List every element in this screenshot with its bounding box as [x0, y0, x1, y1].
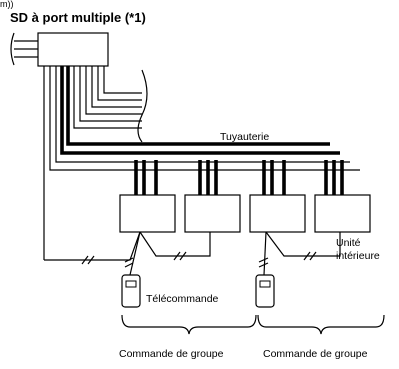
diagram-title: SD à port multiple (*1)	[10, 10, 146, 25]
communication-wiring	[44, 231, 341, 276]
group-bracket-2	[257, 314, 385, 335]
group-control-label-2: Commande de groupe	[263, 348, 368, 360]
piping-label: Tuyauterie	[220, 131, 269, 143]
indoor-unit-label-line1: Unité	[336, 237, 361, 249]
group-bracket-1	[121, 314, 257, 335]
remote-controller-1	[121, 274, 141, 308]
remote-controller-2	[255, 274, 275, 308]
multi-port-sd-unit	[10, 32, 109, 67]
indoor-unit-4	[314, 194, 371, 233]
sd-port-lines	[43, 66, 148, 260]
indoor-unit-label-line2: intérieure	[336, 250, 380, 262]
remote-controller-label: Télécommande	[146, 293, 219, 305]
indoor-unit-2	[184, 194, 241, 233]
main-piping	[49, 66, 360, 171]
indoor-unit-1	[119, 194, 176, 233]
indoor-unit-3	[249, 194, 306, 233]
piping-drops	[134, 160, 344, 195]
cropped-top-text: m))	[0, 0, 14, 9]
group-control-label-1: Commande de groupe	[119, 348, 224, 360]
